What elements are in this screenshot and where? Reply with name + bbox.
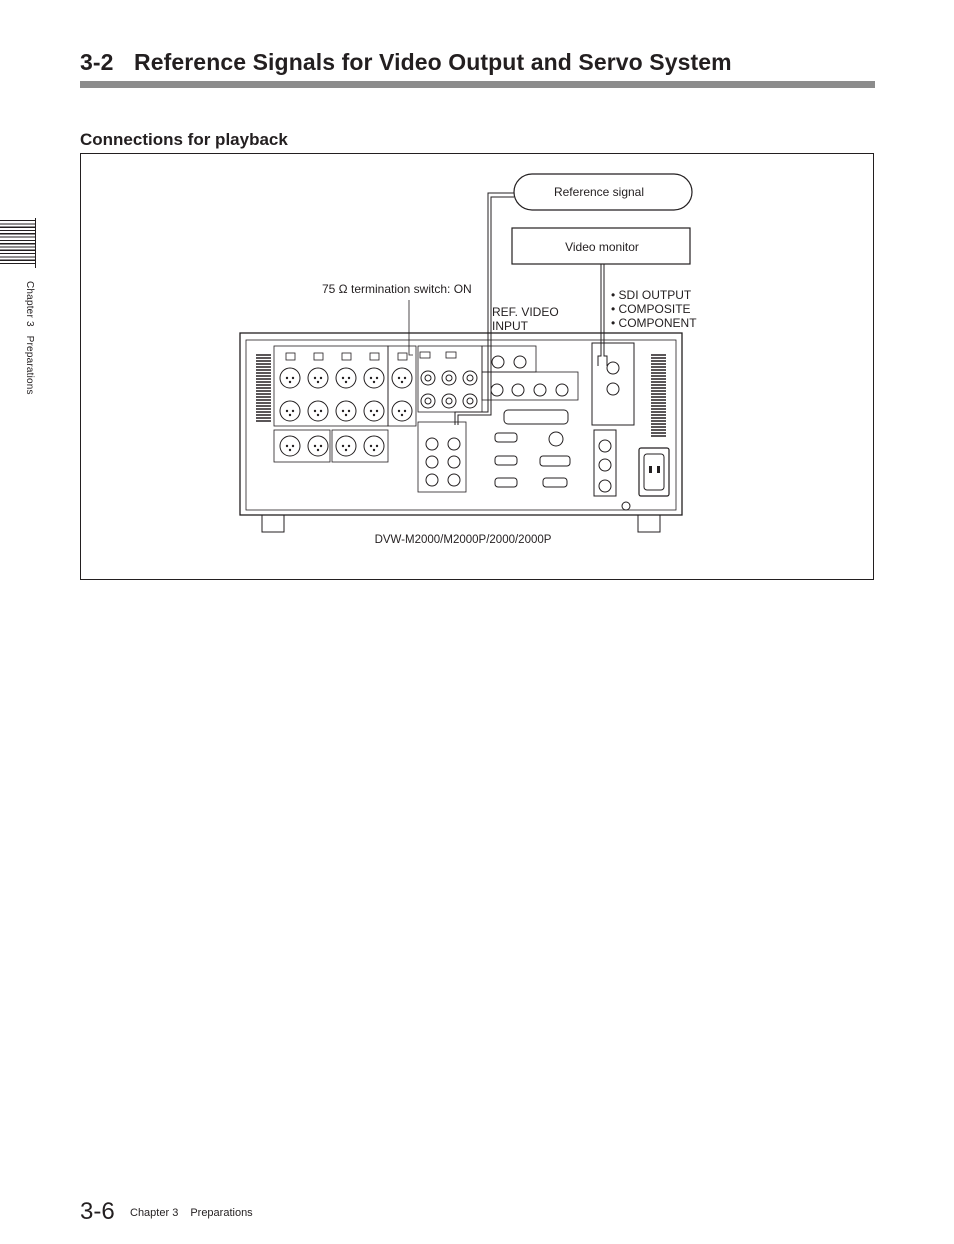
monitor-cable bbox=[597, 264, 608, 366]
termination-pointer bbox=[408, 300, 413, 356]
chapter-tab-marker bbox=[0, 220, 36, 266]
vtr-rear-panel bbox=[239, 332, 683, 533]
output-item-composite: • COMPOSITE bbox=[611, 302, 691, 316]
ref-video-input-line1: REF. VIDEO bbox=[492, 305, 559, 319]
video-monitor-label: Video monitor bbox=[565, 240, 639, 254]
connection-diagram-frame: Reference signal Video monitor 75 Ω term… bbox=[80, 153, 874, 580]
footer-section: Preparations bbox=[190, 1207, 253, 1219]
section-heading: 3-2 Reference Signals for Video Output an… bbox=[80, 49, 732, 76]
heading-rule bbox=[80, 81, 875, 88]
model-label: DVW-M2000/M2000P/2000/2000P bbox=[375, 534, 552, 546]
sidebar-chapter: Chapter 3 bbox=[24, 281, 35, 327]
reference-signal-label: Reference signal bbox=[554, 185, 644, 199]
page-number: 3-6 bbox=[80, 1198, 115, 1225]
termination-label: 75 Ω termination switch: ON bbox=[322, 282, 472, 296]
footer-chapter-label: Chapter 3 Preparations bbox=[130, 1207, 253, 1219]
section-title: Reference Signals for Video Output and S… bbox=[134, 49, 732, 75]
section-number: 3-2 bbox=[80, 49, 114, 75]
reference-signal-box bbox=[513, 173, 693, 211]
reference-cable bbox=[454, 192, 514, 425]
subsection-title: Connections for playback bbox=[80, 130, 288, 149]
output-item-sdi: • SDI OUTPUT bbox=[611, 288, 692, 302]
sidebar-section: Preparations bbox=[24, 335, 35, 395]
video-monitor-box bbox=[511, 227, 691, 265]
footer-chapter: Chapter 3 bbox=[130, 1207, 179, 1219]
connection-diagram: Reference signal Video monitor 75 Ω term… bbox=[239, 173, 697, 546]
sidebar-chapter-label: Chapter 3 Preparations bbox=[24, 281, 35, 395]
output-item-component: • COMPONENT bbox=[611, 316, 697, 330]
ref-video-input-line2: INPUT bbox=[492, 319, 529, 333]
chapter-tab-rule bbox=[35, 218, 36, 268]
